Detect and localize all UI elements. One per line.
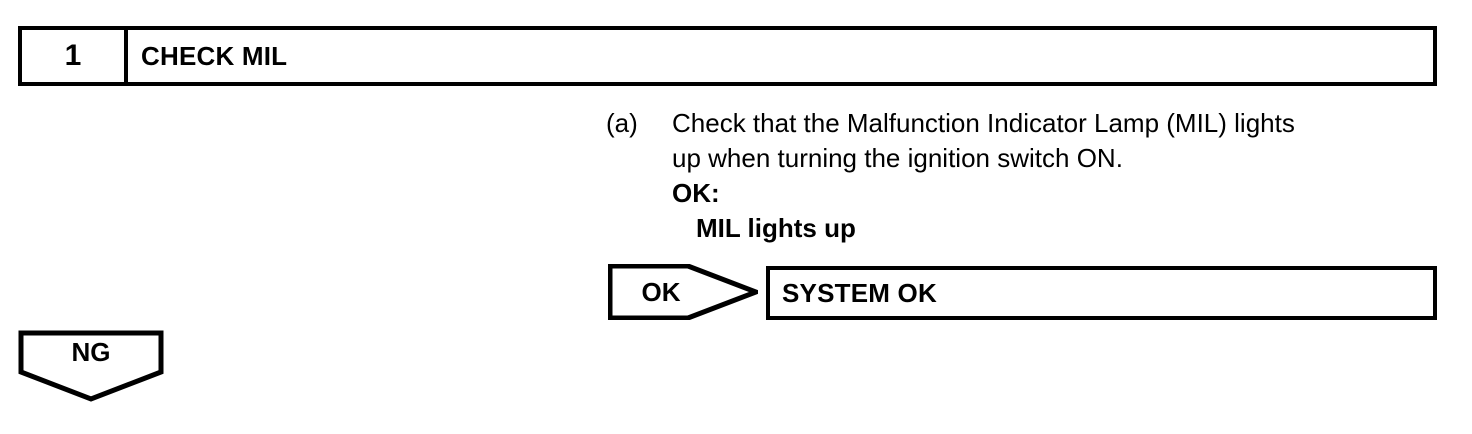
ok-branch-arrow: OK	[608, 264, 758, 320]
procedure-text-line: up when turning the ignition switch ON.	[672, 143, 1123, 173]
procedure-body: Check that the Malfunction Indicator Lam…	[672, 106, 1446, 246]
procedure-marker: (a)	[606, 108, 638, 138]
ng-branch-marker: NG	[18, 330, 164, 402]
ng-branch-label: NG	[71, 337, 111, 367]
step-title-cell: CHECK MIL	[128, 30, 1433, 82]
step-header-bar: 1 CHECK MIL	[18, 26, 1437, 86]
procedure-block: (a) Check that the Malfunction Indicator…	[606, 106, 1446, 246]
ok-branch-label: OK	[641, 277, 681, 307]
step-title: CHECK MIL	[141, 41, 288, 71]
ng-branch-arrow-icon	[18, 330, 164, 402]
procedure-ok-criteria: MIL lights up	[696, 213, 856, 243]
system-ok-label: SYSTEM OK	[782, 278, 937, 308]
step-number: 1	[64, 39, 82, 72]
system-ok-result-box: SYSTEM OK	[766, 266, 1437, 320]
procedure-item: (a) Check that the Malfunction Indicator…	[606, 106, 1446, 246]
procedure-text-line: Check that the Malfunction Indicator Lam…	[672, 108, 1295, 138]
step-number-cell: 1	[22, 30, 128, 82]
ok-branch-arrow-icon	[608, 264, 758, 320]
procedure-ok-label: OK:	[672, 178, 720, 208]
